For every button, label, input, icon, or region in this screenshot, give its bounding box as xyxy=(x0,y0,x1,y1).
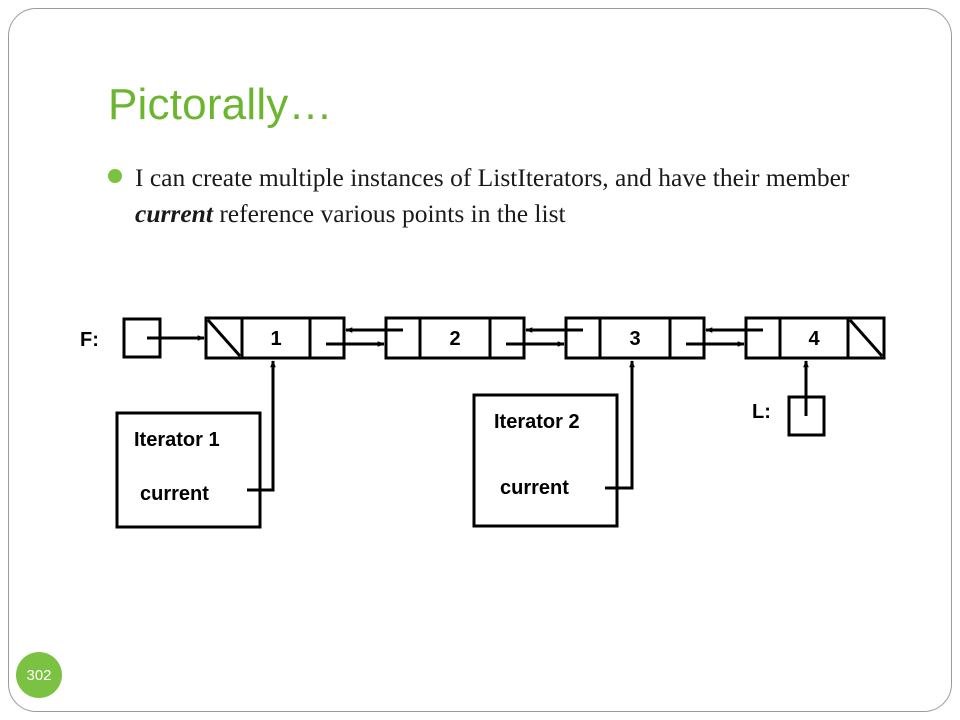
slide-frame xyxy=(8,8,952,712)
iterator-2-box: Iterator 2 current xyxy=(472,393,619,528)
node-value-2: 2 xyxy=(449,328,460,350)
bullet-text-emphasis: current xyxy=(135,199,213,228)
page-number-badge: 302 xyxy=(16,652,62,698)
null-prev-slash xyxy=(206,319,242,357)
iterator-1-name: Iterator 1 xyxy=(134,429,220,451)
node-value-1: 1 xyxy=(270,328,281,350)
iterator-2-name: Iterator 2 xyxy=(494,411,580,433)
node-value-3: 3 xyxy=(629,328,640,350)
iterator-1-member: current xyxy=(140,483,209,505)
bullet-dot-icon xyxy=(108,169,122,183)
iterator-1-current-arrow xyxy=(247,360,276,492)
node-value-4: 4 xyxy=(808,328,820,350)
first-pointer-label: F: xyxy=(80,329,99,351)
iterator-2-current-arrow xyxy=(605,360,635,490)
last-pointer-label: L: xyxy=(752,401,771,423)
bullet-item: I can create multiple instances of ListI… xyxy=(108,160,898,232)
list-node-2: 2 xyxy=(384,316,526,360)
list-node-1: 1 xyxy=(204,316,346,360)
bullet-text-end: reference various points in the list xyxy=(212,199,566,228)
null-next-slash xyxy=(848,319,884,357)
iterator-2-member: current xyxy=(500,477,569,499)
slide-title: Pictorally… xyxy=(108,80,333,129)
iterator-1-box: Iterator 1 current xyxy=(115,411,262,529)
list-node-3: 3 xyxy=(564,316,706,360)
bullet-text-start: I can create multiple instances of ListI… xyxy=(135,163,850,192)
list-node-4: 4 xyxy=(744,316,886,360)
bullet-text: I can create multiple instances of ListI… xyxy=(135,160,898,232)
